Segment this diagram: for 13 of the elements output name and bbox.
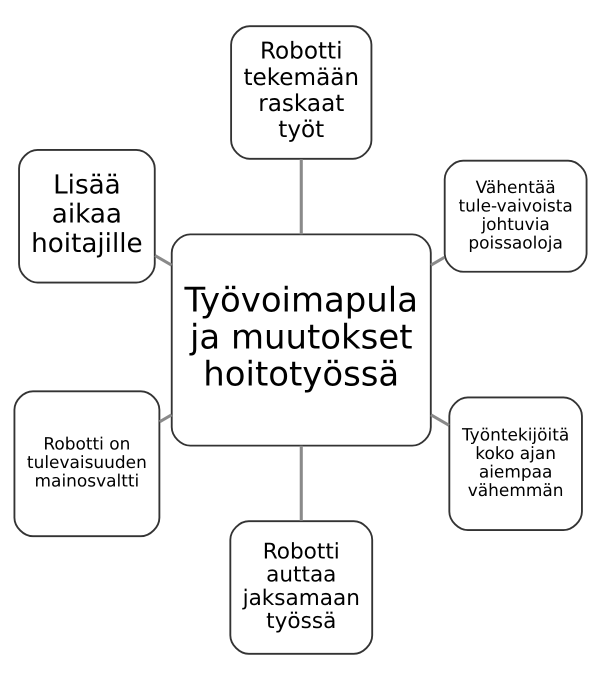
node-box: Robotti tekemään raskaat työt <box>230 24 372 160</box>
connector <box>300 445 303 520</box>
node-box: Robotti on tulevaisuuden mainosvaltti <box>14 390 160 537</box>
node-box: Robotti auttaa jaksamaan työssä <box>229 520 374 654</box>
connector <box>300 158 303 234</box>
node-box: Vähentää tule-vaivoista johtuvia poissaoloja <box>444 159 588 272</box>
node-box: Lisää aikaa hoitajille <box>18 148 156 283</box>
connector <box>430 413 450 426</box>
node-box: Työntekijöitä koko ajan aiempaa vähemmän <box>448 396 583 530</box>
connector <box>158 413 172 423</box>
node-box: Työvoimapula ja muutokset hoitotyössä <box>170 232 432 446</box>
connector <box>430 256 446 266</box>
connector <box>154 254 172 266</box>
